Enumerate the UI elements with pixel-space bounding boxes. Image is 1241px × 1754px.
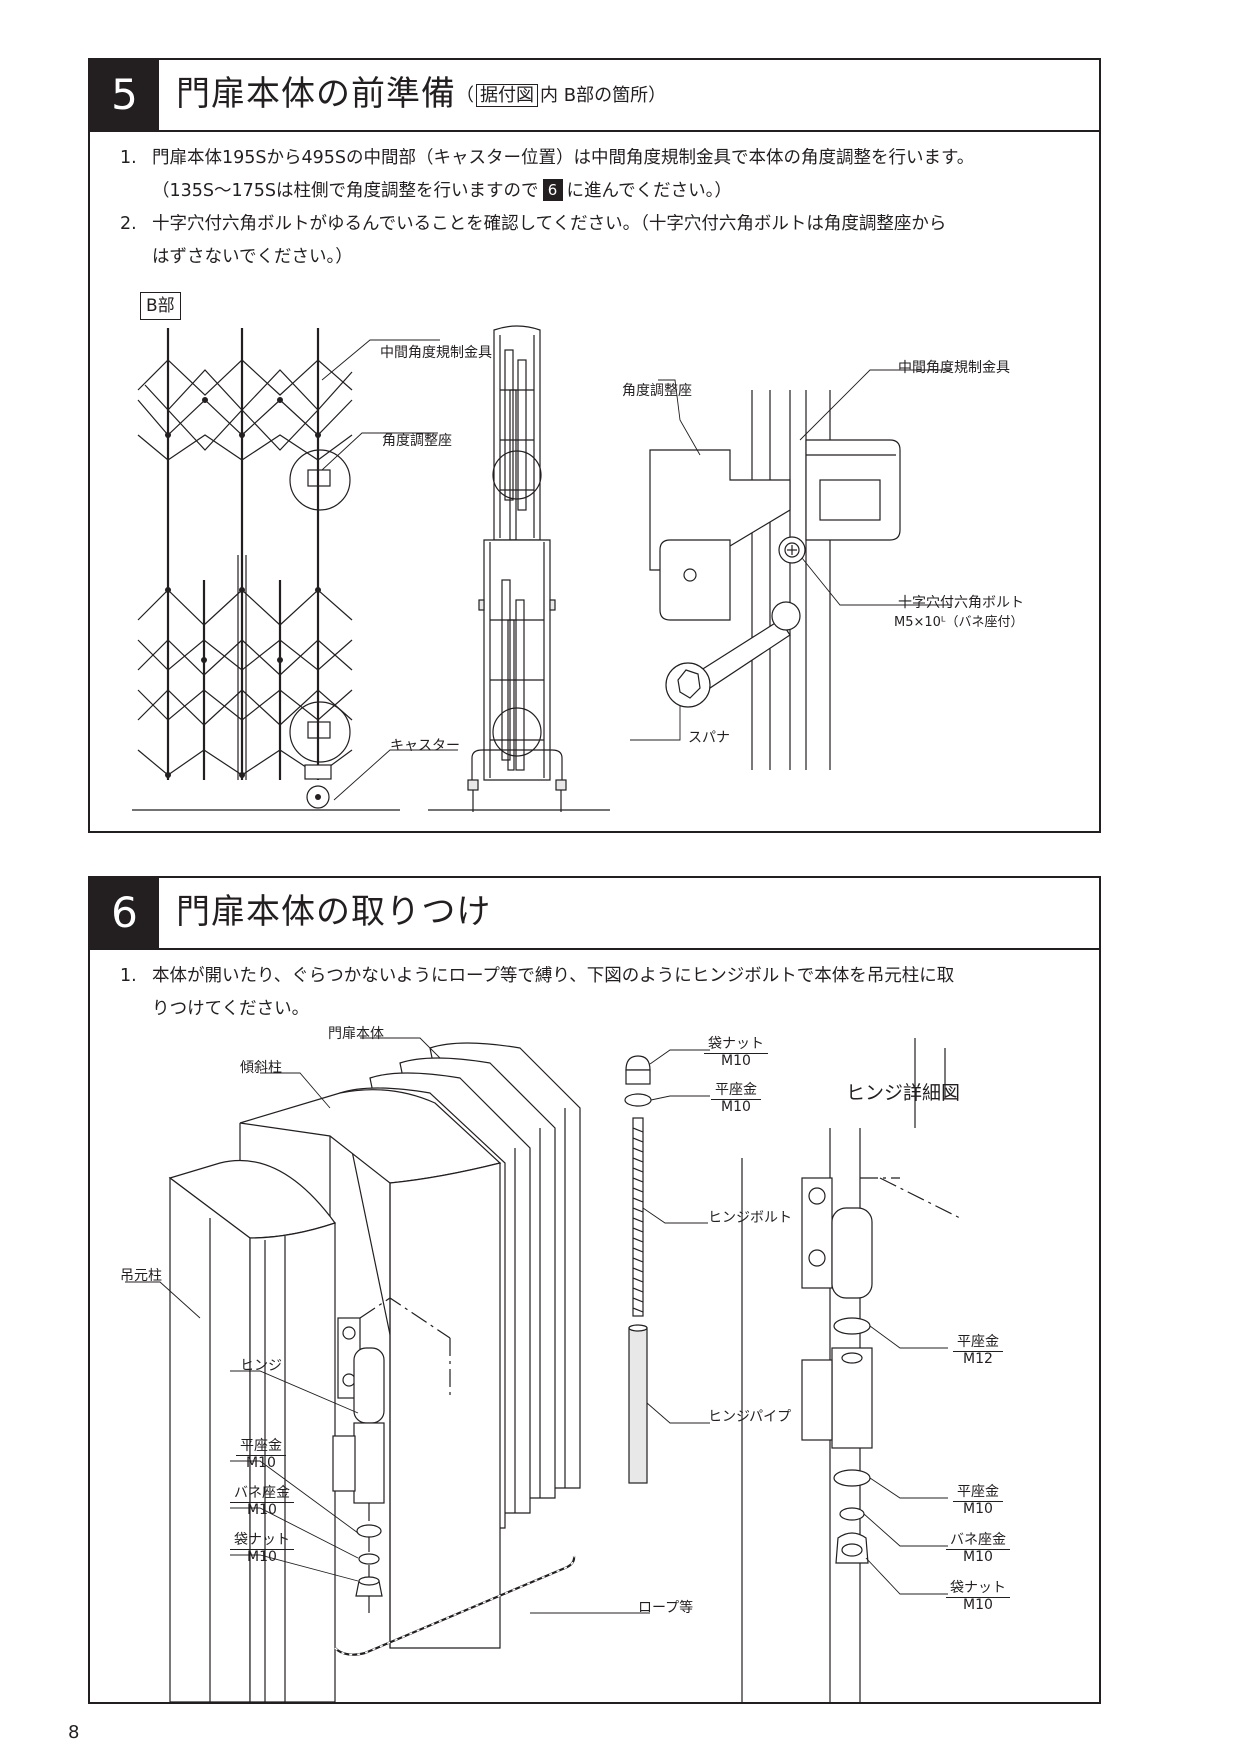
step-text-2: はずさないでください。）: [152, 247, 353, 267]
label-bolt-spec: M5×10ᴸ（バネ座付）: [894, 615, 1024, 630]
label-washer-size: M10: [246, 1455, 276, 1471]
label-detail-washer-m12-size: M12: [963, 1351, 993, 1367]
label-caster: キャスター: [390, 738, 460, 754]
label-gate-body: 門扉本体: [328, 1026, 384, 1042]
step-text: 十字穴付六角ボルトがゆるんでいることを確認してください。（十字穴付六角ボルトは角…: [152, 214, 947, 234]
label-cap-nut-top-size: M10: [721, 1053, 751, 1069]
section-6: 6 門扉本体の取りつけ 1. 本体が開いたり、ぐらつかないようにロープ等で縛り、…: [88, 876, 1101, 1704]
section-5: 5 門扉本体の前準備（据付図内 B部の箇所） 1. 門扉本体195Sから495S…: [88, 58, 1101, 833]
hanging-post-drawing: [168, 1159, 336, 1703]
label-cap-nut-size: M10: [247, 1549, 277, 1565]
step-text: 門扉本体195Sから495Sの中間部（キャスター位置）は中間角度規制金具で本体の…: [152, 148, 975, 168]
label-tilt-post: 傾斜柱: [240, 1060, 282, 1076]
label-bolt-name: 十字穴付六角ボルト: [898, 595, 1024, 611]
section-5-header: 5 門扉本体の前準備（据付図内 B部の箇所）: [90, 60, 1099, 132]
lattice-gate-drawing: [132, 328, 458, 811]
section-5-title: 門扉本体の前準備（据付図内 B部の箇所）: [176, 70, 666, 120]
section-5-subtitle: （据付図内 B部の箇所）: [456, 84, 667, 107]
hinge-bolt-exploded-drawing: [624, 1049, 710, 1484]
label-detail-washer-m12-name: 平座金: [953, 1334, 1003, 1352]
label-angle-seat-1: 角度調整座: [382, 433, 452, 449]
section-ref-badge: 6: [542, 179, 563, 201]
label-hinge: ヒンジ: [240, 1358, 282, 1374]
step-number: 1.: [120, 148, 137, 168]
hinge-detail-title: ヒンジ詳細図: [846, 1082, 961, 1104]
label-spanner: スパナ: [688, 730, 730, 746]
label-washer-top-name: 平座金: [711, 1082, 761, 1100]
label-spring-washer-name: バネ座金: [230, 1485, 294, 1503]
step-text-2: りつけてください。: [152, 999, 310, 1019]
label-detail-cap-nut-name: 袋ナット: [946, 1580, 1010, 1598]
label-washer-top-size: M10: [721, 1099, 751, 1115]
section-5-illustration: [132, 325, 952, 812]
label-middle-bracket-2: 中間角度規制金具: [898, 360, 1010, 376]
rope-drawing: [334, 1555, 576, 1656]
page-number: 8: [68, 1722, 80, 1743]
step-item: 1. 本体が開いたり、ぐらつかないようにロープ等で縛り、下図のようにヒンジボルト…: [120, 960, 1089, 1026]
step-item: 2. 十字穴付六角ボルトがゆるんでいることを確認してください。（十字穴付六角ボル…: [120, 208, 1089, 274]
section-6-header: 6 門扉本体の取りつけ: [90, 878, 1099, 950]
angle-adjust-detail-drawing: [630, 369, 952, 770]
label-detail-washer-m10-size: M10: [963, 1501, 993, 1517]
label-cap-nut-top-name: 袋ナット: [704, 1036, 768, 1054]
subtitle-boxed-ref: 据付図: [476, 84, 538, 107]
section-5-steps: 1. 門扉本体195Sから495Sの中間部（キャスター位置）は中間角度規制金具で…: [120, 142, 1089, 274]
side-view-drawing: [428, 325, 610, 812]
label-washer-name: 平座金: [236, 1438, 286, 1456]
section-6-illustration: [125, 1037, 961, 1703]
section-6-title: 門扉本体の取りつけ: [176, 892, 492, 932]
step-text-2-pre: （135S～175Sは柱側で角度調整を行いますので: [152, 181, 539, 201]
section-6-number: 6: [90, 878, 159, 948]
label-hanging-post: 吊元柱: [120, 1268, 162, 1284]
section-6-steps: 1. 本体が開いたり、ぐらつかないようにロープ等で縛り、下図のようにヒンジボルト…: [120, 960, 1089, 1026]
label-rope: ロープ等: [638, 1600, 694, 1616]
hinge-detail-drawing: [741, 1038, 961, 1702]
label-angle-seat-2: 角度調整座: [622, 383, 692, 399]
label-spring-washer-size: M10: [247, 1502, 277, 1518]
figure-label-b: B部: [140, 292, 181, 320]
step-text: 本体が開いたり、ぐらつかないようにロープ等で縛り、下図のようにヒンジボルトで本体…: [152, 966, 955, 986]
label-detail-spring-washer-size: M10: [963, 1549, 993, 1565]
left-leaders: [125, 1037, 650, 1614]
hinge-drawing: [332, 1297, 451, 1613]
section-5-number: 5: [90, 60, 159, 130]
subtitle-open: （: [456, 85, 474, 106]
step-item: 1. 門扉本体195Sから495Sの中間部（キャスター位置）は中間角度規制金具で…: [120, 142, 1089, 208]
subtitle-rest: 内 B部の箇所）: [540, 85, 667, 106]
label-cap-nut-name: 袋ナット: [230, 1532, 294, 1550]
label-middle-bracket-1: 中間角度規制金具: [380, 345, 492, 361]
step-text-2-post: に進んでください。）: [566, 181, 732, 201]
label-hinge-bolt: ヒンジボルト: [708, 1210, 792, 1226]
step-number: 1.: [120, 966, 137, 986]
label-detail-washer-m10-name: 平座金: [953, 1484, 1003, 1502]
step-number: 2.: [120, 214, 137, 234]
label-hinge-pipe: ヒンジパイプ: [708, 1409, 792, 1425]
label-detail-spring-washer-name: バネ座金: [946, 1532, 1010, 1550]
section-5-title-text: 門扉本体の前準備: [176, 74, 456, 114]
label-detail-cap-nut-size: M10: [963, 1597, 993, 1613]
